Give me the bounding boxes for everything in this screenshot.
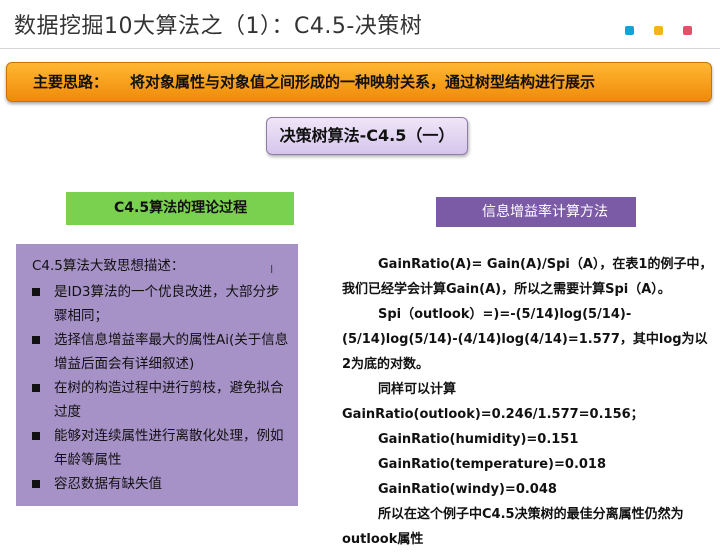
para-gainratio-windy: GainRatio(windy)=0.048 bbox=[378, 482, 557, 497]
list-item: 能够对连续属性进行离散化处理，例如年龄等属性 bbox=[32, 424, 292, 472]
para-similarly: 同样可以计算 bbox=[378, 382, 457, 397]
decor-dot-yellow bbox=[654, 26, 663, 35]
banner-text: 将对象属性与对象值之间形成的一种映射关系，通过树型结构进行展示 bbox=[130, 73, 596, 91]
list-item: 在树的构造过程中进行剪枝，避免拟合过度 bbox=[32, 376, 292, 424]
list-item-text: 容忍数据有缺失值 bbox=[54, 476, 162, 492]
list-item: 是ID3算法的一个优良改进，大部分步骤相同； bbox=[32, 280, 292, 328]
theory-panel: C4.5算法大致思想描述： 是ID3算法的一个优良改进，大部分步骤相同； 选择信… bbox=[16, 244, 298, 506]
para-conclusion: 所以在这个例子中C4.5决策树的最佳分离属性仍然为outlook属性 bbox=[342, 507, 684, 547]
bullet-icon bbox=[32, 288, 40, 296]
para-gainratio-def: GainRatio(A)= Gain(A)/Spi（A），在表1的例子中，我们已… bbox=[342, 257, 713, 297]
list-item-text: 是ID3算法的一个优良改进，大部分步骤相同； bbox=[54, 284, 280, 324]
para-gainratio-temperature: GainRatio(temperature)=0.018 bbox=[378, 457, 607, 472]
section-subtitle: 决策树算法-C4.5（一） bbox=[266, 117, 468, 155]
para-spi-outlook: Spi（outlook）=)=-(5/14)log(5/14)-(5/14)lo… bbox=[342, 307, 708, 372]
text-cursor-icon: I bbox=[270, 263, 274, 276]
bullet-icon bbox=[32, 336, 40, 344]
decor-dot-red bbox=[683, 26, 692, 35]
right-heading: 信息增益率计算方法 bbox=[436, 197, 636, 227]
bullet-icon bbox=[32, 432, 40, 440]
bullet-icon bbox=[32, 480, 40, 488]
list-item-text: 选择信息增益率最大的属性Ai(关于信息增益后面会有详细叙述) bbox=[54, 332, 289, 372]
list-item: 容忍数据有缺失值 bbox=[32, 472, 292, 496]
gain-ratio-text: GainRatio(A)= Gain(A)/Spi（A），在表1的例子中，我们已… bbox=[342, 252, 716, 552]
main-idea-banner: 主要思路： 将对象属性与对象值之间形成的一种映射关系，通过树型结构进行展示 bbox=[6, 62, 712, 102]
list-item-text: 在树的构造过程中进行剪枝，避免拟合过度 bbox=[54, 380, 284, 420]
bullet-icon bbox=[32, 384, 40, 392]
left-heading: C4.5算法的理论过程 bbox=[66, 192, 294, 225]
banner-label: 主要思路： bbox=[33, 73, 109, 91]
slide-title: 数据挖掘10大算法之（1）：C4.5-决策树 bbox=[14, 14, 423, 39]
title-divider bbox=[0, 48, 720, 49]
decor-dot-blue bbox=[625, 26, 634, 35]
decor-dots bbox=[625, 26, 692, 35]
list-item: 选择信息增益率最大的属性Ai(关于信息增益后面会有详细叙述) bbox=[32, 328, 292, 376]
para-gainratio-outlook: GainRatio(outlook)=0.246/1.577=0.156； bbox=[342, 407, 644, 422]
list-item-text: 能够对连续属性进行离散化处理，例如年龄等属性 bbox=[54, 428, 284, 468]
para-gainratio-humidity: GainRatio(humidity)=0.151 bbox=[378, 432, 579, 447]
panel-lead: C4.5算法大致思想描述： bbox=[32, 258, 185, 274]
